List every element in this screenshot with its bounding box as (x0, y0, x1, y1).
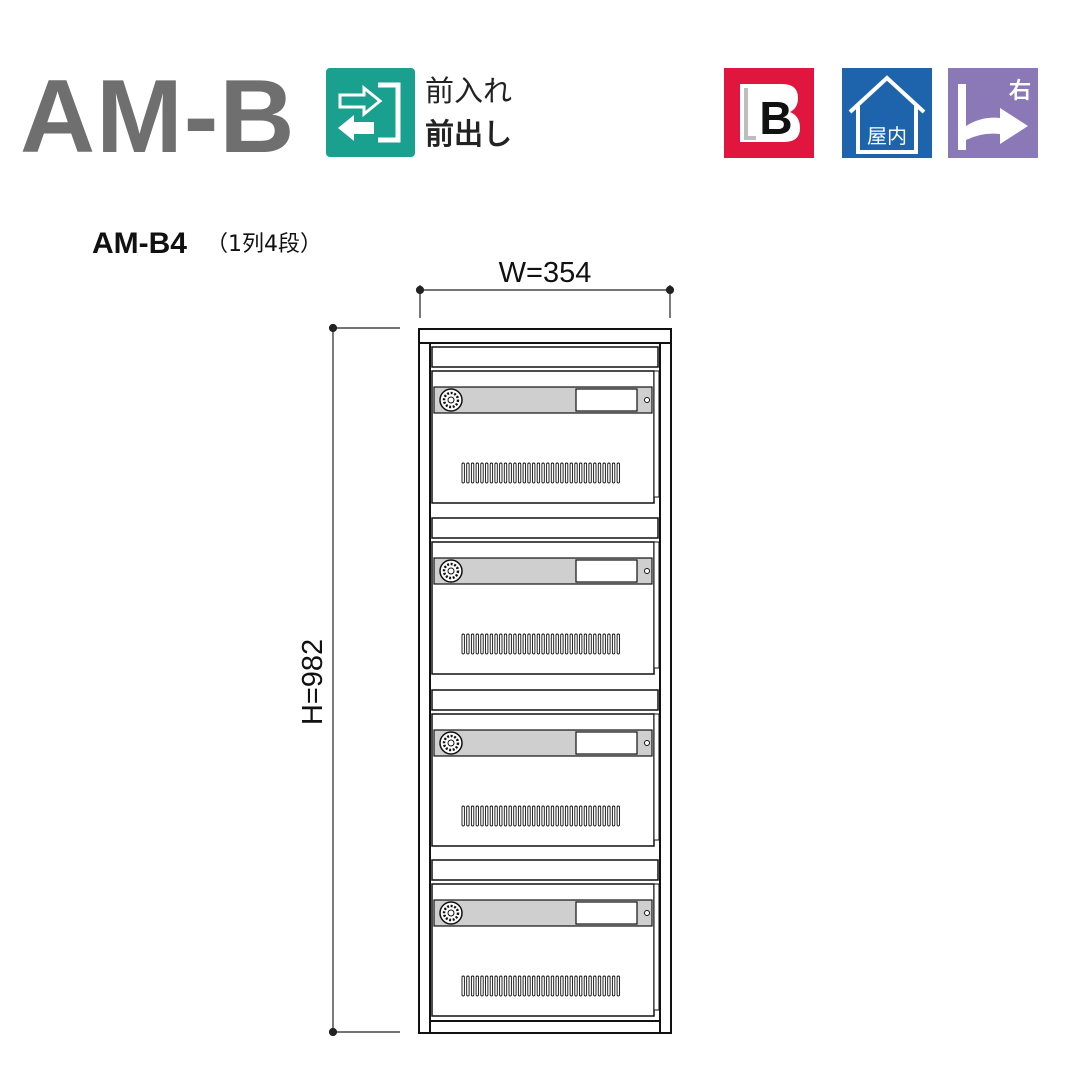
right-hinge-badge: 右 (948, 68, 1038, 158)
width-dimension (415, 285, 675, 318)
vent-slots (461, 975, 620, 997)
height-label: H=982 (297, 639, 329, 725)
mailbox-compartment (431, 859, 660, 1017)
indoor-badge-text: 屋内 (867, 124, 907, 148)
mailbox-compartment (431, 346, 660, 504)
mailbox-compartment (431, 517, 660, 675)
height-dimension (328, 323, 400, 1037)
vent-slots (461, 633, 620, 655)
vent-slots (461, 805, 620, 827)
variant-title: AM-B4 (92, 227, 187, 260)
name-card-window (575, 731, 638, 755)
name-card-window (575, 901, 638, 925)
width-label: W=354 (499, 257, 592, 289)
vent-slots (461, 462, 620, 484)
indoor-badge: 屋内 (842, 68, 932, 158)
name-card-window (575, 388, 638, 412)
right-hinge-badge-text: 右 (1009, 79, 1031, 104)
front-retrieve-label: 前出し (425, 117, 513, 151)
mailbox-compartment (431, 689, 660, 847)
lb-badge-letter: B (759, 92, 792, 144)
model-title: AM-B (20, 59, 296, 175)
front-in-front-out-icon (326, 68, 415, 157)
front-insert-label: 前入れ (425, 74, 513, 108)
lb-badge: B (724, 68, 814, 158)
name-card-window (575, 559, 638, 583)
variant-description: （1列4段） (206, 232, 322, 257)
